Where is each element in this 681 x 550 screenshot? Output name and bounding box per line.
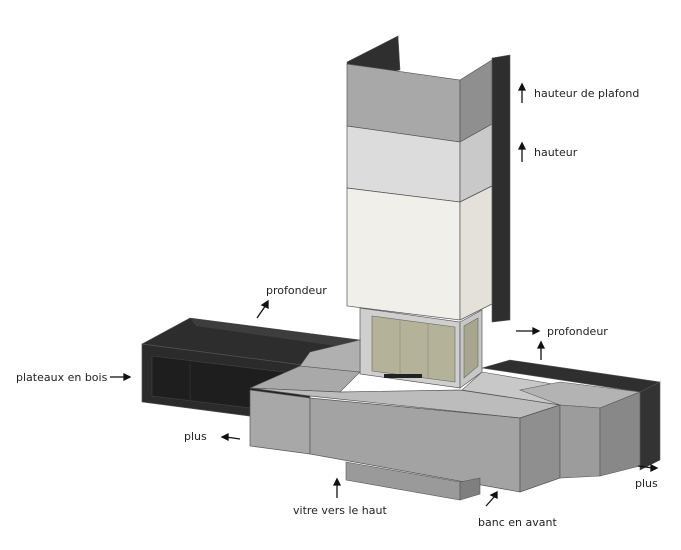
arrow-diagonal-depth-icon bbox=[256, 299, 269, 319]
chimney-stack bbox=[346, 59, 493, 321]
arrow-left-more-icon bbox=[220, 432, 241, 442]
arrow-right-depth-icon bbox=[516, 326, 541, 336]
label-depth-right: profondeur bbox=[547, 325, 608, 338]
arrow-right-more-icon bbox=[637, 463, 659, 473]
label-more-left: plus bbox=[184, 430, 207, 443]
fireplace-insert bbox=[359, 307, 483, 389]
label-height: hauteur bbox=[534, 146, 578, 159]
label-glass-up: vitre vers le haut bbox=[293, 504, 387, 517]
label-ceiling-height: hauteur de plafond bbox=[534, 87, 640, 100]
front-bench bbox=[249, 339, 641, 501]
arrow-right-shelves-icon bbox=[110, 372, 132, 382]
arrow-up-depth-icon bbox=[536, 340, 546, 360]
arrow-diagonal-bench-icon bbox=[485, 490, 498, 507]
label-depth-top: profondeur bbox=[266, 284, 327, 297]
arrow-up-ceiling-height-icon bbox=[517, 82, 527, 103]
arrows bbox=[110, 82, 659, 507]
arrow-up-height-icon bbox=[517, 141, 527, 162]
label-wood-shelves: plateaux en bois bbox=[16, 371, 108, 384]
label-bench-forward: banc en avant bbox=[478, 516, 557, 529]
arrow-up-glass-icon bbox=[332, 477, 342, 498]
label-more-right: plus bbox=[635, 477, 658, 490]
